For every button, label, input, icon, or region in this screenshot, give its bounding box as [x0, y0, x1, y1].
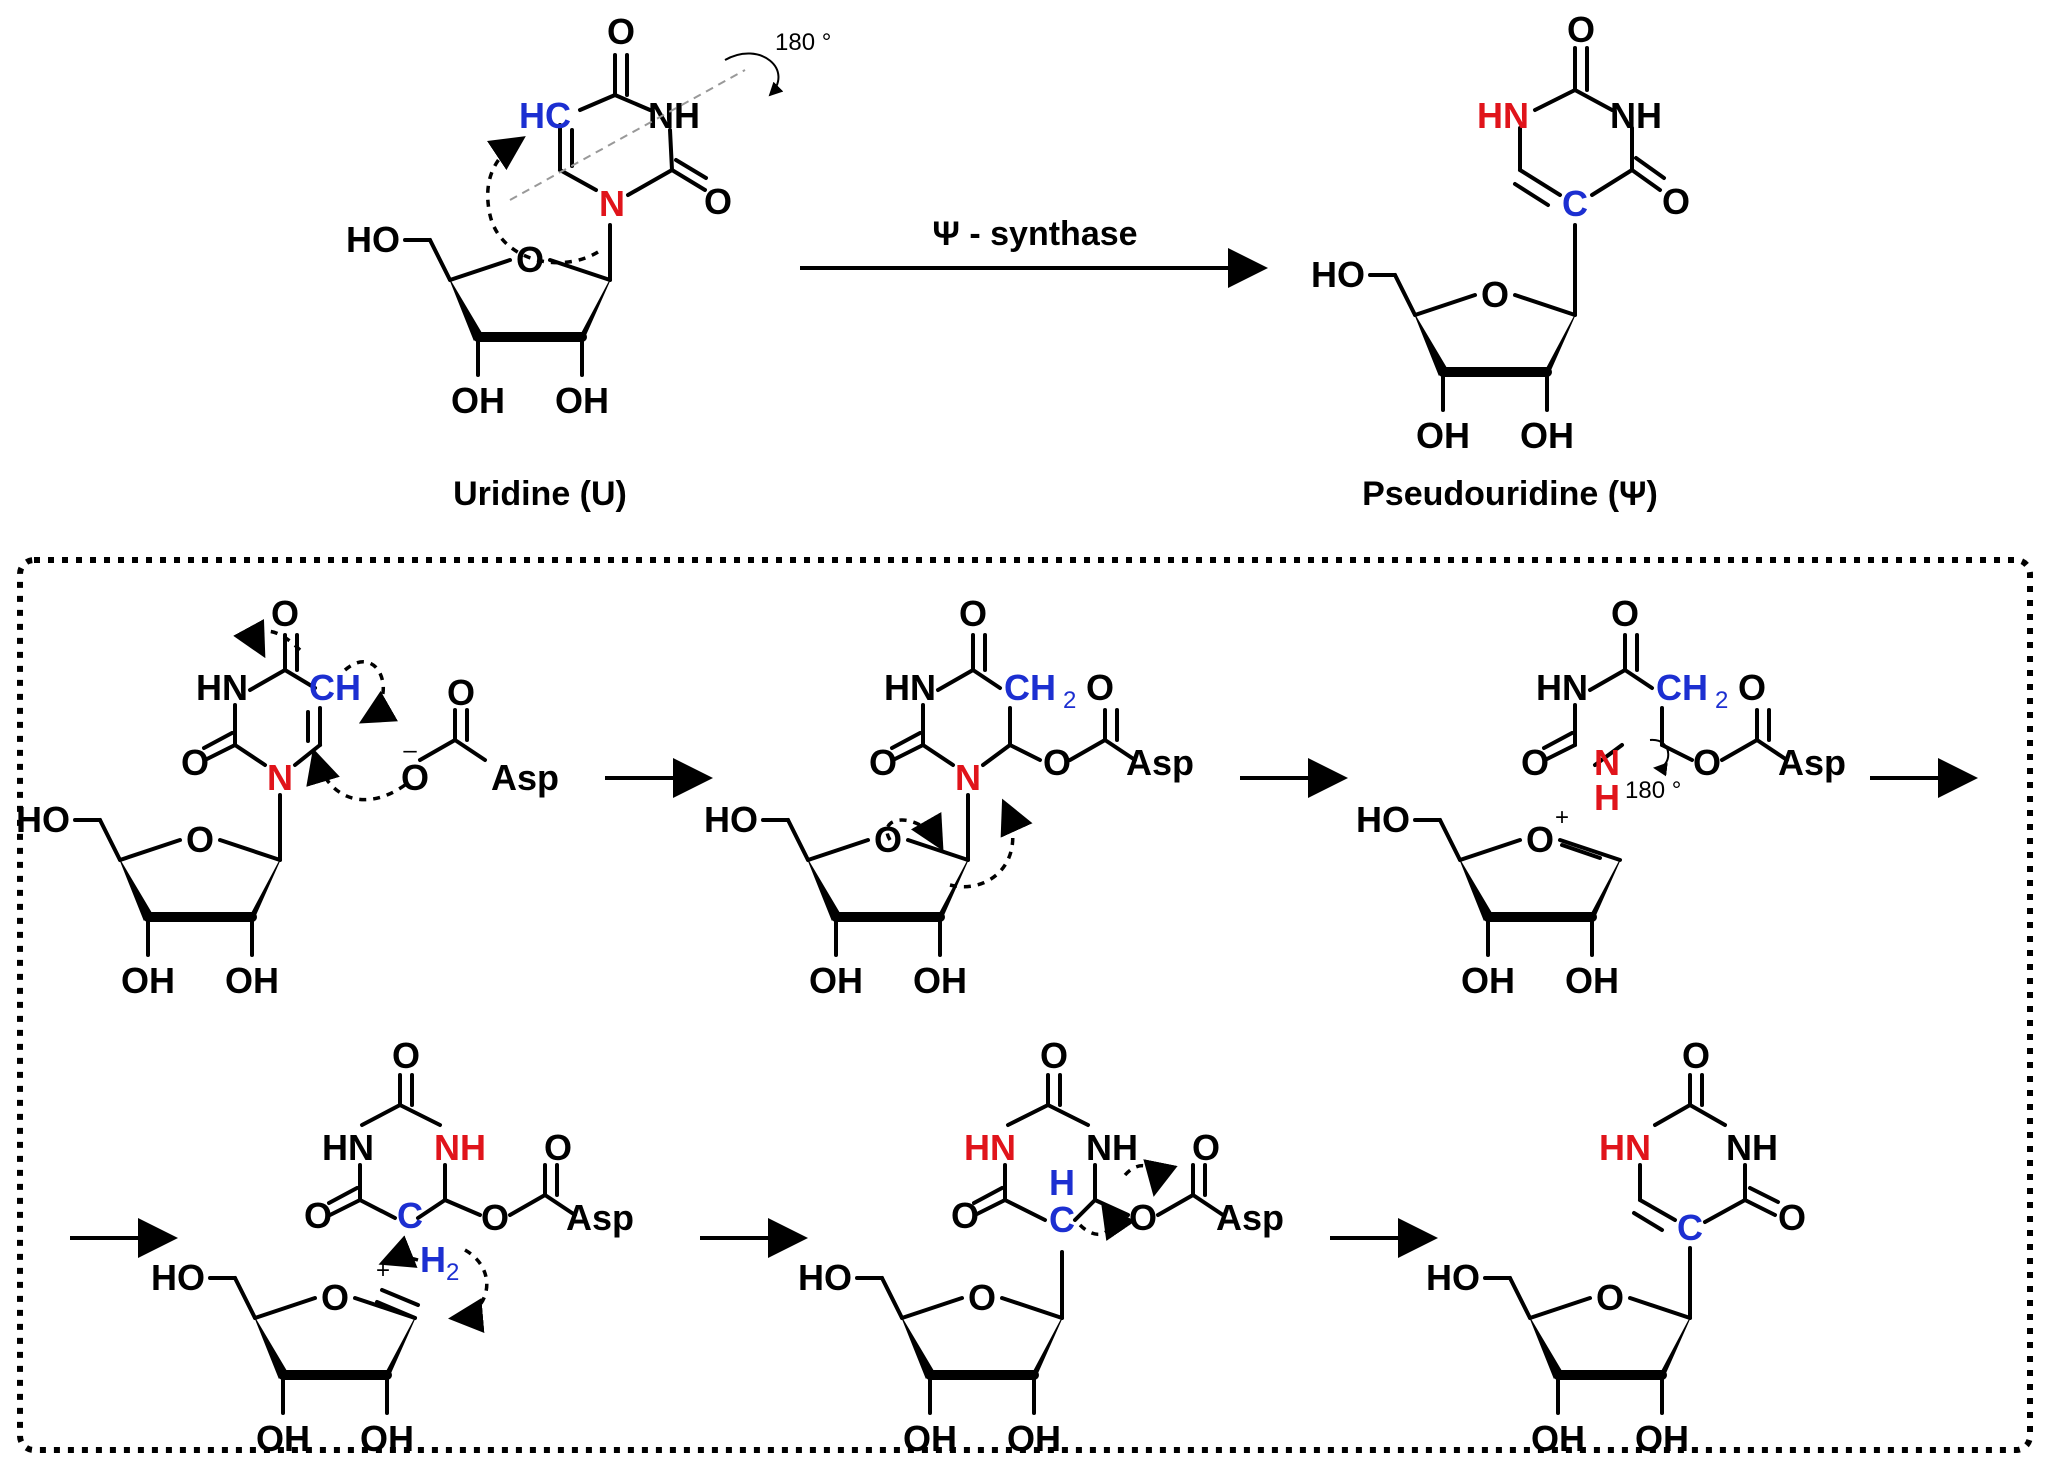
step3-ester-oxygen: O	[1693, 742, 1721, 783]
step6-c2-oxygen: O	[1682, 1035, 1710, 1076]
step6-c4-oxygen: O	[1778, 1197, 1806, 1238]
step3-asp-label: Asp	[1778, 742, 1846, 783]
uridine-c2-oxygen: O	[704, 181, 732, 222]
step5-n3-nh: NH	[1086, 1127, 1138, 1168]
rotation-label-step3: 180 °	[1625, 777, 1681, 804]
step6-n3-nh: NH	[1726, 1127, 1778, 1168]
step4-asp-label: Asp	[566, 1197, 634, 1238]
step3-n1-hydrogen: H	[1594, 777, 1620, 818]
step5-carboxyl-oxygen: O	[1192, 1127, 1220, 1168]
uridine-c4-oxygen: O	[607, 11, 635, 52]
step5-c4-oxygen: O	[951, 1195, 979, 1236]
step2-c4-oxygen: O	[959, 593, 987, 634]
step1-carboxylate-oxygen: O	[401, 757, 429, 798]
step3-c5-ch2: CH	[1656, 667, 1708, 708]
step4-n1-nh: NH	[434, 1127, 486, 1168]
step3-c4-oxygen: O	[1611, 593, 1639, 634]
step4-carboxyl-oxygen: O	[544, 1127, 572, 1168]
mechanism-step-5: O HN NH H C O O O Asp	[798, 1035, 1284, 1459]
uridine-c5-hc: HC	[519, 95, 571, 136]
step3-c2-oxygen: O	[1521, 742, 1549, 783]
step4-n3-hn: HN	[322, 1127, 374, 1168]
mechanism-step-6: O HN NH C O	[1426, 1035, 1806, 1459]
step6-n1-hn: HN	[1599, 1127, 1651, 1168]
step1-carboxyl-oxygen: O	[447, 672, 475, 713]
mechanism-step-1: O HN CH N O O O – Asp	[16, 593, 559, 1001]
step2-carboxyl-oxygen: O	[1086, 667, 1114, 708]
uridine-structure: O HC NH N O 180 °	[346, 11, 831, 421]
step4-h2-subscript: 2	[446, 1259, 459, 1286]
uridine-n3-nh: NH	[648, 95, 700, 136]
enzyme-label: Ψ - synthase	[932, 215, 1137, 253]
step5-asp-label: Asp	[1216, 1197, 1284, 1238]
step4-c2-oxygen: O	[392, 1035, 420, 1076]
rotation-label-top: 180 °	[775, 29, 831, 56]
step1-c2-oxygen: O	[181, 742, 209, 783]
step3-ch2-subscript: 2	[1715, 687, 1728, 714]
step3-carboxyl-oxygen: O	[1738, 667, 1766, 708]
step1-n1-highlight: N	[267, 757, 293, 798]
step3-n3-hn: HN	[1536, 667, 1588, 708]
step1-n3-hn: HN	[196, 667, 248, 708]
step2-ch2-subscript: 2	[1063, 687, 1076, 714]
mechanism-step-3: O HN CH 2 O N H O O Asp 180 ° +	[1356, 593, 1846, 1001]
step6-c5-highlight: C	[1677, 1207, 1703, 1248]
step2-n1-highlight: N	[955, 757, 981, 798]
uridine-label: Uridine (U)	[453, 475, 627, 513]
step1-negative-charge: –	[403, 737, 417, 764]
step5-ester-oxygen: O	[1129, 1197, 1157, 1238]
pseudouridine-c4-oxygen: O	[1662, 181, 1690, 222]
step5-c5-carbon: C	[1049, 1199, 1075, 1240]
step1-c5-ch: CH	[309, 667, 361, 708]
pseudouridine-n1-hn: HN	[1477, 95, 1529, 136]
pseudouridine-label: Pseudouridine (Ψ)	[1362, 475, 1658, 513]
step1-asp-label: Asp	[491, 757, 559, 798]
pseudouridine-n3-nh: NH	[1610, 95, 1662, 136]
step2-c5-ch2: CH	[1004, 667, 1056, 708]
step1-c4-oxygen: O	[271, 593, 299, 634]
mechanism-step-2: O HN CH 2 O N O O Asp	[704, 593, 1194, 1001]
step4-c5-carbon: C	[397, 1195, 423, 1236]
step5-c5-hydrogen: H	[1049, 1162, 1075, 1203]
pseudouridine-c5-highlight: C	[1562, 183, 1588, 224]
step4-ester-oxygen: O	[481, 1197, 509, 1238]
mechanism-step-4: O HN NH O C H 2 O O Asp +	[151, 1035, 634, 1459]
step4-c4-oxygen: O	[304, 1195, 332, 1236]
pseudouridine-structure: O HN NH C O	[1311, 9, 1690, 456]
step4-c5-hydrogens: H	[420, 1239, 446, 1280]
step3-oxocarbenium-charge: +	[1555, 804, 1569, 831]
step5-c2-oxygen: O	[1040, 1035, 1068, 1076]
step2-ester-oxygen: O	[1043, 742, 1071, 783]
step5-n1-hn: HN	[964, 1127, 1016, 1168]
step3-n1-highlight: N	[1594, 742, 1620, 783]
step2-asp-label: Asp	[1126, 742, 1194, 783]
step2-n3-hn: HN	[884, 667, 936, 708]
uridine-n1-highlight: N	[599, 183, 625, 224]
step2-c2-oxygen: O	[869, 742, 897, 783]
pseudouridine-c2-oxygen: O	[1567, 9, 1595, 50]
